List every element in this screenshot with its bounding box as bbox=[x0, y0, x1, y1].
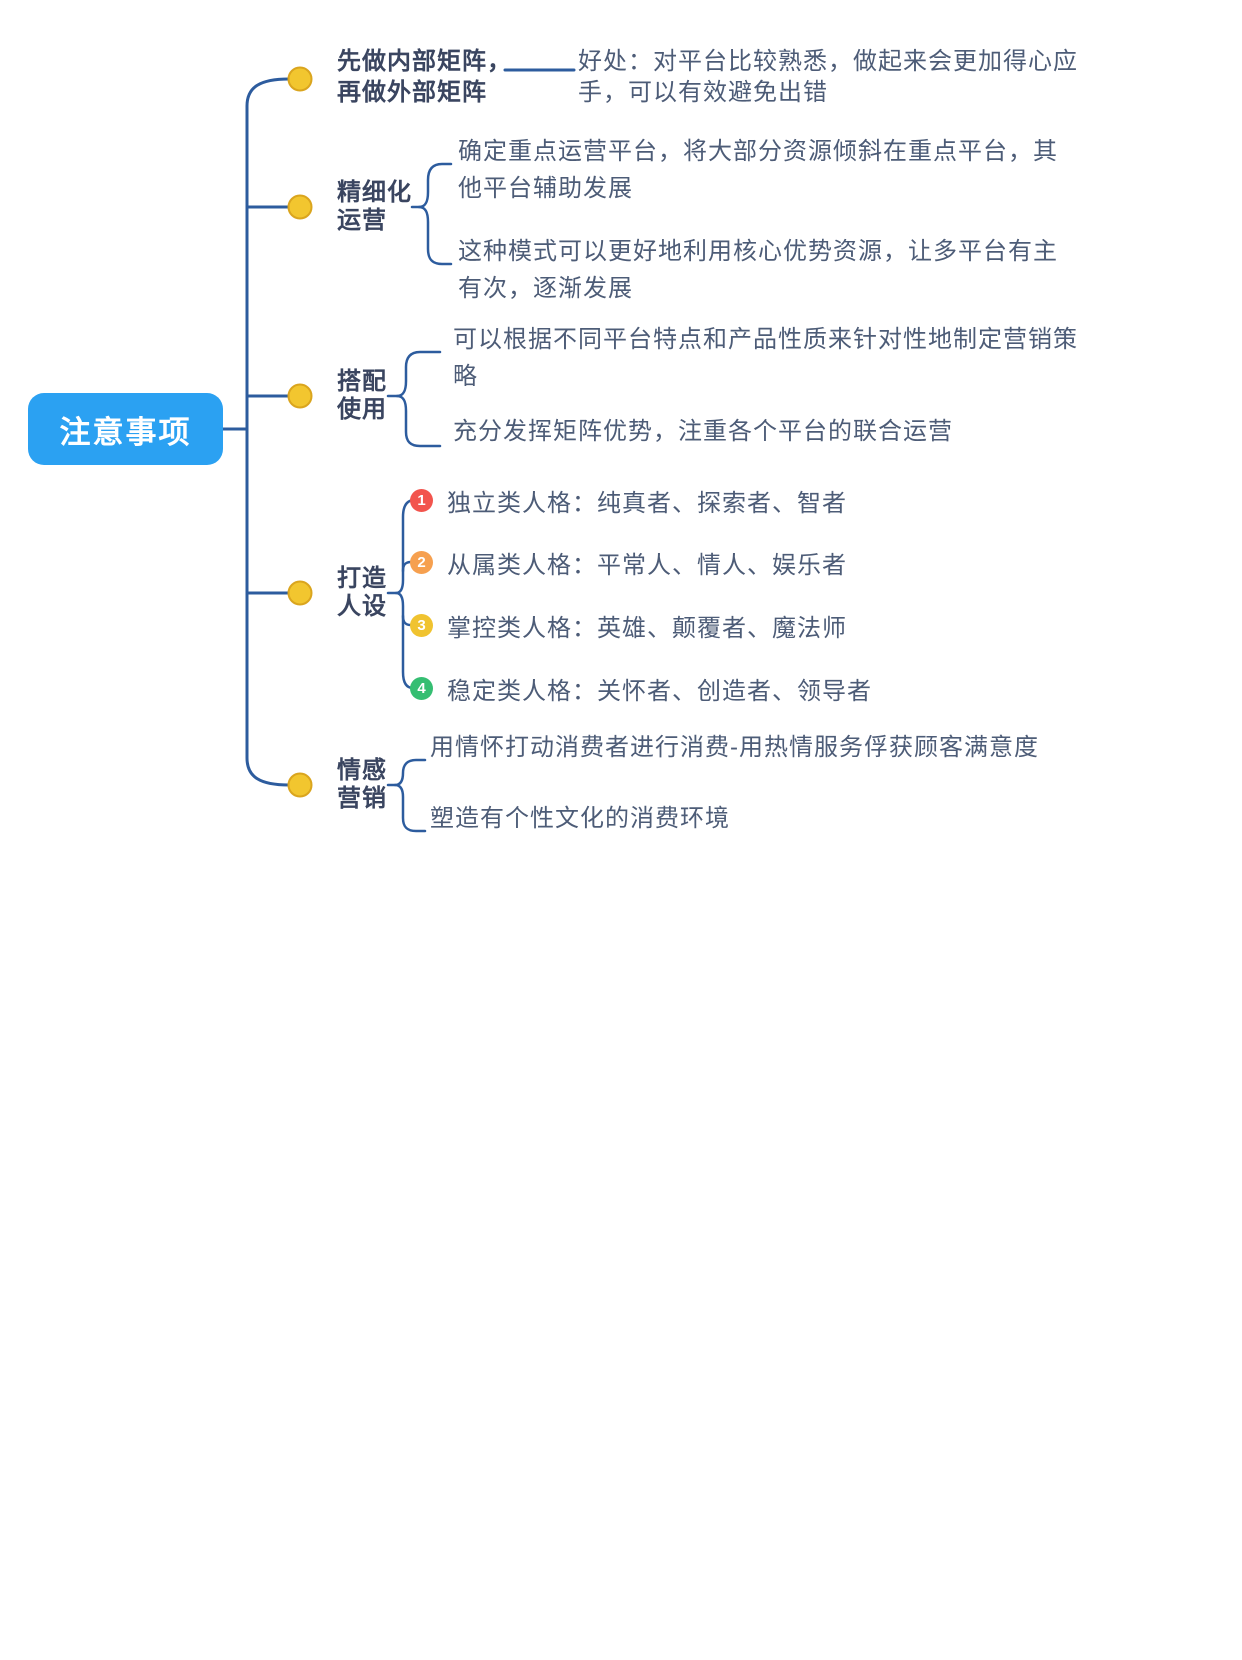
branch-4-item-4-text: 稳定类人格：关怀者、创造者、领导者 bbox=[447, 677, 872, 705]
branch-4-item-1[interactable]: 1 独立类人格：纯真者、探索者、智者 bbox=[410, 487, 847, 517]
branch-1-child-1[interactable]: 好处：对平台比较熟悉，做起来会更加得心应 手，可以有效避免出错 bbox=[578, 48, 1078, 106]
branch-4-brace-row4 bbox=[394, 591, 415, 690]
branch-5-child-2[interactable]: 塑造有个性文化的消费环境 bbox=[430, 805, 730, 832]
number-2-badge-icon: 2 bbox=[410, 550, 433, 574]
number-3-badge-icon: 3 bbox=[410, 613, 433, 637]
branch-5-child-1[interactable]: 用情怀打动消费者进行消费-用热情服务俘获顾客满意度 bbox=[430, 734, 1039, 761]
branch-4-brace-row2 bbox=[401, 560, 413, 573]
number-1-badge-icon: 1 bbox=[410, 488, 433, 512]
branch-4-item-3[interactable]: 3 掌控类人格：英雄、颠覆者、魔法师 bbox=[410, 612, 847, 642]
branch-4-item-2-text: 从属类人格：平常人、情人、娱乐者 bbox=[447, 551, 847, 579]
branch-4-item-3-text: 掌控类人格：英雄、颠覆者、魔法师 bbox=[447, 614, 847, 642]
branch-5-brace-bottom bbox=[393, 783, 427, 833]
branch-2-brace-bottom bbox=[417, 205, 453, 266]
branch-2-topic[interactable]: 精细化 运营 bbox=[337, 179, 412, 234]
branch-5-brace-top bbox=[386, 758, 427, 787]
branch-3-child-2[interactable]: 充分发挥矩阵优势，注重各个平台的联合运营 bbox=[453, 418, 953, 445]
branch-3-child-1[interactable]: 可以根据不同平台特点和产品性质来针对性地制定营销策 略 bbox=[453, 326, 1078, 390]
trunk-line bbox=[245, 77, 291, 787]
branch-3-topic[interactable]: 搭配 使用 bbox=[337, 368, 387, 423]
branch-1-topic-marker-icon bbox=[287, 66, 313, 92]
branch-4-topic[interactable]: 打造 人设 bbox=[337, 565, 387, 620]
root-node[interactable]: 注意事项 bbox=[28, 393, 223, 465]
branch-1-topic[interactable]: 先做内部矩阵， 再做外部矩阵 bbox=[337, 48, 512, 106]
branch-2-brace-top bbox=[410, 162, 453, 209]
branch-5-topic-marker-icon bbox=[287, 772, 313, 798]
branch-5-topic[interactable]: 情感 营销 bbox=[337, 757, 387, 812]
branch-4-item-1-text: 独立类人格：纯真者、探索者、智者 bbox=[447, 489, 847, 517]
branch-2-topic-marker-icon bbox=[287, 194, 313, 220]
branch-2-child-2[interactable]: 这种模式可以更好地利用核心优势资源，让多平台有主 有次，逐渐发展 bbox=[458, 238, 1058, 302]
branch-3-brace-bottom bbox=[395, 394, 442, 448]
root-title: 注意事项 bbox=[59, 414, 192, 450]
number-4-badge-icon: 4 bbox=[410, 676, 433, 700]
branch-4-brace-row1 bbox=[386, 498, 415, 595]
branch-2-child-1[interactable]: 确定重点运营平台，将大部分资源倾斜在重点平台，其 他平台辅助发展 bbox=[458, 138, 1058, 202]
branch-3-topic-marker-icon bbox=[287, 383, 313, 409]
branch-4-item-4[interactable]: 4 稳定类人格：关怀者、创造者、领导者 bbox=[410, 675, 872, 705]
branch-4-topic-marker-icon bbox=[287, 580, 313, 606]
branch-4-item-2[interactable]: 2 从属类人格：平常人、情人、娱乐者 bbox=[410, 549, 847, 579]
branch-3-brace-top bbox=[386, 350, 442, 398]
